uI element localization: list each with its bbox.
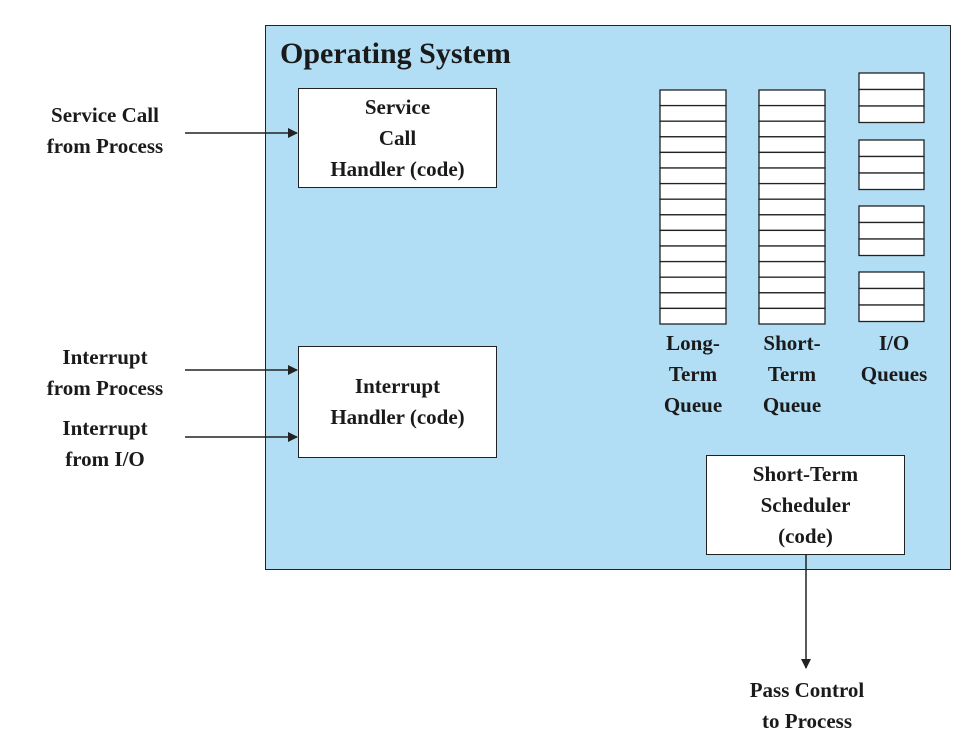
interrupt-io-input-label: Interrupt from I/O	[62, 416, 148, 471]
service-call-input-label: Service Call from Process	[46, 103, 164, 158]
short-term-scheduler-label: Short-Term Scheduler (code)	[752, 461, 859, 548]
short-term-queue-label: Short- Term Queue	[762, 331, 822, 417]
pass-control-output-label: Pass Control to Process	[749, 678, 865, 733]
interrupt-process-input-label: Interrupt from Process	[46, 345, 164, 400]
short-term-scheduler-box: Short-Term Scheduler (code)	[706, 455, 905, 555]
interrupt-handler-box: Interrupt Handler (code)	[298, 346, 497, 458]
service-call-handler-box: Service Call Handler (code)	[298, 88, 497, 188]
diagram-title: Operating System	[280, 37, 511, 70]
long-term-queue-label: Long- Term Queue	[663, 331, 723, 417]
interrupt-handler-label: Interrupt Handler (code)	[330, 374, 465, 429]
io-queues-label: I/O Queues	[860, 331, 928, 386]
service-call-handler-label: Service Call Handler (code)	[330, 94, 465, 181]
